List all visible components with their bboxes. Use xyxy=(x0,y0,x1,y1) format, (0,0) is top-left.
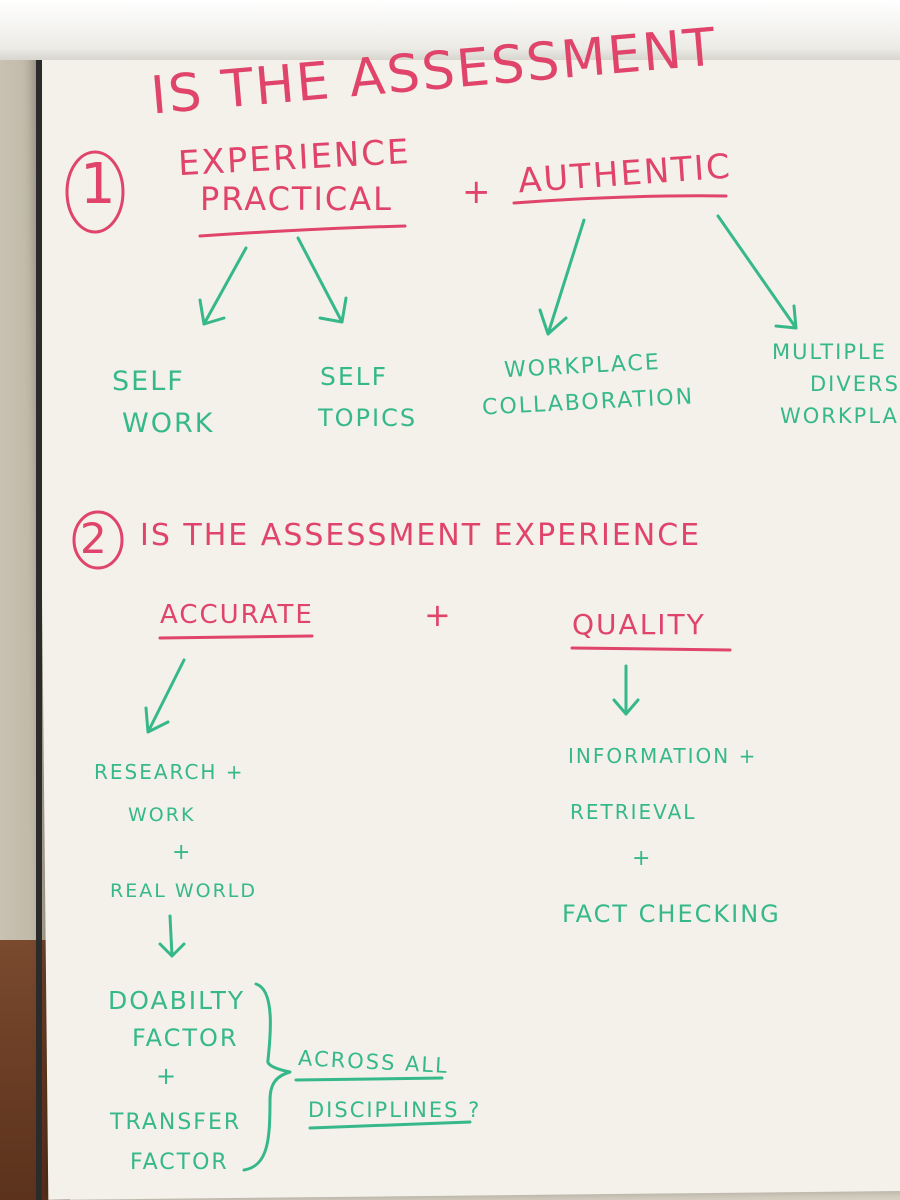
underline-accurate xyxy=(158,634,314,640)
circle-number-1 xyxy=(65,150,125,234)
branch-self-topics-2: TOPICS xyxy=(318,404,418,432)
section2-title: IS THE ASSESSMENT EXPERIENCE xyxy=(140,518,702,553)
section2-number: 2 xyxy=(80,514,109,563)
left-list-item-3: + xyxy=(172,840,193,865)
left-list2-item-4: TRANSFER xyxy=(110,1110,242,1135)
arrow-self-topics xyxy=(296,236,348,324)
underline-practical xyxy=(198,224,407,238)
arrow-quality xyxy=(612,664,640,716)
section1-number: 1 xyxy=(80,152,118,217)
flipchart-pad-top xyxy=(0,0,900,60)
underline-quality xyxy=(570,646,732,652)
underline-authentic xyxy=(512,194,728,205)
branch-self-work-2: WORK xyxy=(122,408,215,439)
plus-sign-1: + xyxy=(462,172,493,212)
accurate-label: ACCURATE xyxy=(160,600,314,630)
left-list2-item-2: FACTOR xyxy=(132,1024,239,1052)
curly-bracket xyxy=(242,982,292,1172)
arrow-self-work xyxy=(198,246,248,326)
arrow-workplace xyxy=(538,218,586,336)
branch-multiple-3: WORKPLA xyxy=(780,404,899,428)
plus-sign-2: + xyxy=(424,596,453,634)
bracket-note-line2: DISCIPLINES ? xyxy=(308,1098,482,1122)
branch-self-topics-1: SELF xyxy=(320,362,388,391)
right-list-item-2: RETRIEVAL xyxy=(570,800,697,824)
flipchart-board-edge xyxy=(36,50,42,1200)
left-list2-item-5: FACTOR xyxy=(130,1150,229,1175)
quality-label: QUALITY xyxy=(572,608,706,641)
underline-note-1 xyxy=(294,1076,444,1082)
branch-multiple-1: MULTIPLE xyxy=(772,340,887,364)
underline-note-2 xyxy=(308,1120,472,1130)
left-list2-item-1: DOABILTY xyxy=(108,986,246,1015)
arrow-accurate xyxy=(144,658,186,734)
branch-multiple-2: DIVERS xyxy=(810,372,900,396)
circle-number-2 xyxy=(72,510,124,570)
left-list2-item-3: + xyxy=(156,1062,179,1090)
right-list-item-1: INFORMATION + xyxy=(568,744,758,768)
arrow-multiple xyxy=(716,214,798,330)
branch-self-work-1: SELF xyxy=(112,366,185,397)
right-list-item-3: + xyxy=(632,846,653,871)
practical-label: PRACTICAL xyxy=(200,180,393,218)
left-list-item-2: WORK xyxy=(128,804,196,826)
right-list-item-4: FACT CHECKING xyxy=(562,900,781,928)
left-list-item-1: RESEARCH + xyxy=(94,760,245,784)
arrow-real-world xyxy=(158,914,186,958)
left-list-item-4: REAL WORLD xyxy=(110,880,257,902)
